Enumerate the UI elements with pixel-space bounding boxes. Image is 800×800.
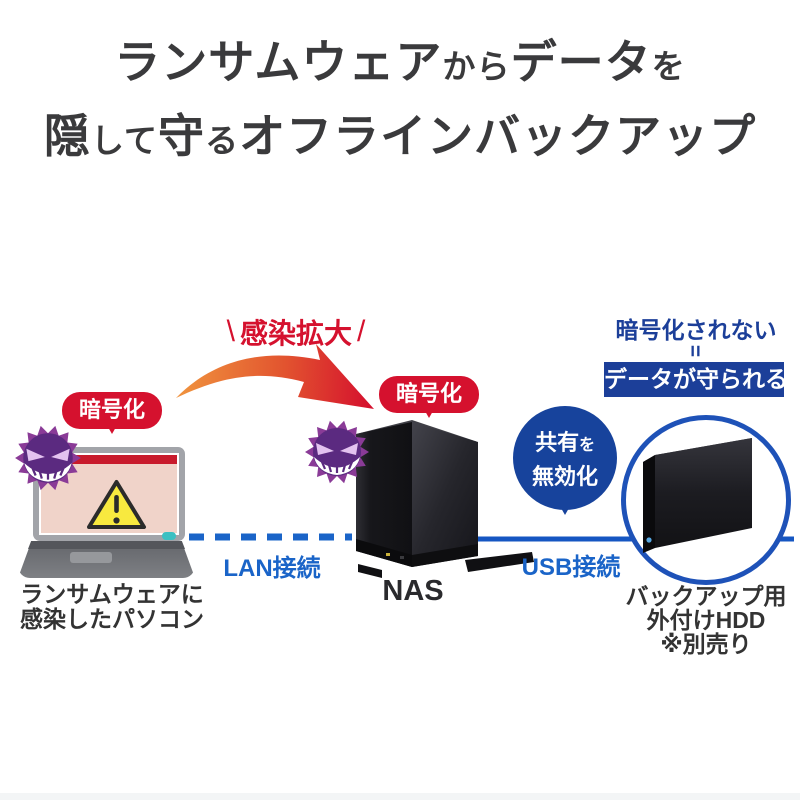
ransom-titlebar [41, 455, 177, 464]
bottom-edge-strip [0, 793, 800, 800]
title-line-1: ランサムウェアからデータを [114, 36, 686, 88]
pc-encrypt-badge: 暗号化 [62, 392, 163, 434]
ransomware-virus-icon-pc [13, 424, 83, 492]
infection-spread-label: \感染拡大/ [203, 312, 389, 352]
hdd-caption-line-3: ※別売り [660, 631, 752, 657]
warning-triangle-icon [87, 480, 146, 529]
pc-caption: ランサムウェアに 感染したパソコン [18, 582, 206, 632]
nas-caption: NAS [382, 575, 444, 607]
laptop-hinge [28, 541, 185, 549]
nas-illustration [356, 420, 534, 578]
infected-laptop-illustration [18, 445, 195, 580]
lan-port-led [162, 532, 176, 540]
hdd-caption-line-1: バックアップ用 [625, 583, 787, 609]
data-protected-box: データが守られる [604, 362, 788, 397]
slash-left-decoration: \ [226, 315, 235, 348]
lan-connection-label: LAN接続 [223, 555, 321, 582]
hdd-caption-line-2: 外付けHDD [646, 607, 766, 633]
share-disabled-line-1: 共有を [535, 430, 595, 455]
laptop-lid [33, 447, 185, 541]
infection-spread-arrow [176, 344, 374, 409]
hdd-led [646, 537, 652, 543]
nas-encrypt-badge: 暗号化 [379, 376, 480, 418]
pc-caption-line-2: 感染したパソコン [20, 606, 204, 632]
not-encrypted-label: 暗号化されない [615, 317, 777, 343]
infection-spread-text: 感染拡大 [239, 318, 352, 349]
share-disabled-line-2: 無効化 [531, 464, 598, 489]
share-disabled-bubble: 共有を 無効化 [513, 406, 617, 515]
ransom-screen-body [41, 464, 177, 533]
hdd-caption: バックアップ用 外付けHDD ※別売り [614, 584, 798, 656]
usb-connection-label: USB接続 [521, 554, 621, 581]
page-title: ランサムウェアからデータを 隠して守るオフラインバックアップ [0, 28, 800, 176]
external-hdd-illustration [643, 438, 752, 553]
slash-right-decoration: / [357, 315, 366, 348]
ransomware-virus-icon-nas [303, 419, 371, 485]
title-line-2: 隠して守るオフラインバックアップ [43, 110, 757, 162]
laptop-touchpad [70, 552, 112, 563]
pc-caption-line-1: ランサムウェアに [20, 581, 204, 607]
